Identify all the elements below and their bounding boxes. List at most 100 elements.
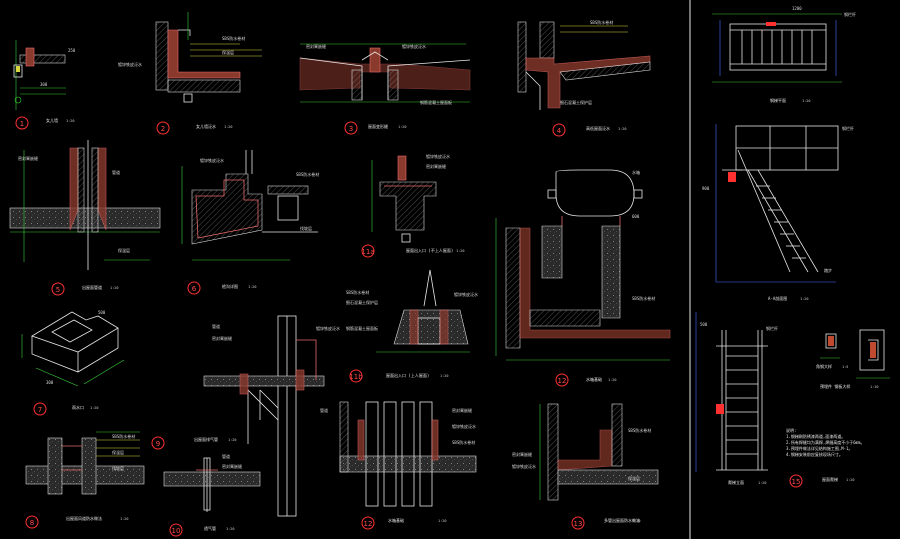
section-label-b: 踏步 [824,267,832,273]
detail-scale: 1:20 [66,119,74,123]
notes-heading: 说明: [786,427,796,433]
detail-title: 屋面出入口 (不上人屋面) [406,247,453,253]
detail-number: 12 [364,520,373,528]
detail-title: 女儿墙泛水 [196,123,216,129]
detail-scale: 1:20 [632,519,640,523]
detail-scale: 1:20 [618,127,626,131]
ladder-label-b: 钢栏杆 [766,325,778,331]
detail-title: 出屋面管道 [82,284,102,290]
d9-label-b: 密封膏嵌缝 [212,335,232,341]
detail-title: 出屋面排气管 [194,436,218,442]
detail-number: 11b [349,373,363,381]
d8-label-a: SBS防水卷材 [112,433,135,439]
detail-12: 水箱 600 SBS防水卷材 12 水箱基础 1:20 [495,169,671,387]
d2-label-insul: 保温层 [222,49,234,55]
detail-scale: 1:20 [248,285,256,289]
plan-title: 钢梯平面 [770,97,786,103]
section-scale: 1:20 [800,297,808,301]
detail-number: 15 [792,478,801,486]
detail-6: 镀锌铁皮泛水 SBS防水卷材 找坡层 6 檐沟详图 1:20 [181,150,319,295]
section-title: A-A剖面图 [768,295,787,301]
detail-scale: 1:20 [120,517,128,521]
d3-label-b: 镀锌铁皮泛水 [402,43,426,49]
d11b-label-a: SBS防水卷材 [346,289,369,295]
detail-number: 7 [38,406,42,414]
d10-label-a: 管道 [222,453,230,459]
detail-scale: 1:20 [398,125,406,129]
d9-label-c: 镀锌铁皮泛水 [316,325,340,331]
d14-label-b: 镀锌铁皮泛水 [512,463,536,469]
detail-scale: 1:20 [226,527,234,531]
detail-1: 250 300 1 女儿墙 1:20 [13,40,76,130]
detail-title: 出屋面风道防水做法 [66,515,102,521]
plan-label-a: 1200 [792,6,802,11]
detail-2: SBS防水卷材 保温层 镀锌铁皮泛水 2 女儿墙泛水 1:20 [118,12,262,135]
d11b-label-b: 细石混凝土保护层 [346,299,378,305]
detail-9: 管道 密封膏嵌缝 镀锌铁皮泛水 9 出屋面排气管 1:20 [151,315,340,517]
detail-scale: 1:20 [438,519,446,523]
stair-plan: 1200 钢栏杆 钢梯平面 1:20 [712,6,856,103]
ladder-scale: 1:20 [758,481,766,485]
detail-title: 多管出屋面防水做法 [604,517,640,523]
detail-10: 管道 密封膏嵌缝 10 透气管 1:20 [163,453,261,537]
detail-11a: 镀锌铁皮泛水 密封膏嵌缝 11a 屋面出入口 (不上人屋面) 1:20 [361,153,464,258]
notes-block: 说明: 1.钢梯刷防锈漆两道,面漆两道。 2.所有焊缝均为满焊,焊缝高度不小于6… [786,427,864,457]
d3-label-c: 钢筋混凝土屋面板 [420,99,452,105]
d5-label-a: 密封膏嵌缝 [18,155,38,161]
d13-label-c: 镀锌铁皮泛水 [452,423,476,429]
d6-label-c: 找坡层 [300,225,312,231]
d7-label-a: 500 [98,310,106,315]
detail-number: 6 [192,285,197,293]
d6-label-b: SBS防水卷材 [296,171,319,177]
d7-label-b: 300 [46,380,54,385]
ladder-label-a: 500 [700,322,708,327]
detail-8: SBS防水卷材 保温层 找坡层 8 出屋面风道防水做法 1:20 [25,431,145,529]
d14-label-c: SBS防水卷材 [628,427,651,433]
plate-scale: 1:10 [870,385,878,389]
detail-13: 管道 密封膏嵌缝 镀锌铁皮泛水 SBS防水卷材 12 水箱基础 1:20 [320,401,477,530]
detail-title: 高低屋面泛水 [586,125,610,131]
detail-title: 水箱基础 [388,517,404,523]
d12-label-a: 水箱 [632,169,640,175]
plan-scale: 1:20 [802,99,810,103]
detail-14: 密封膏嵌缝 镀锌铁皮泛水 SBS防水卷材 保温层 13 多管出屋面防水做法 1:… [512,403,659,530]
d11b-label-d: 镀锌铁皮泛水 [454,291,478,297]
ladder-title: 爬梯立面 [728,479,744,485]
stair-section: 钢栏杆 踏步 900 A-A剖面图 1:20 [702,124,854,301]
d14-label-d: 保温层 [628,475,640,481]
d12-label-b: 600 [632,214,640,219]
d12-label-c: SBS防水卷材 [632,295,655,301]
detail-3: 密封膏嵌缝 镀锌铁皮泛水 钢筋混凝土屋面板 3 屋面变形缝 1:20 [299,43,471,135]
detail-scale: 1:20 [846,478,854,482]
detail-number: 12 [558,377,567,385]
d13-label-a: 管道 [320,407,328,413]
detail-number: 13 [574,520,583,528]
detail-scale: 1:20 [90,406,98,410]
detail-number: 10 [172,527,181,535]
plan-label-b: 钢栏杆 [844,11,856,17]
detail-title: 屋面出入口 (上人屋面) [386,372,429,378]
detail-title: 屋面爬梯 [822,476,838,482]
d9-label-a: 管道 [212,323,220,329]
detail-scale: 1:20 [224,125,232,129]
d6-label-a: 镀锌铁皮泛水 [200,157,224,163]
detail-title: 透气管 [204,525,216,531]
d4-label-a: SBS防水卷材 [590,19,613,25]
detail-title: 雨水口 [72,404,84,410]
detail-number: 2 [161,125,165,133]
d4-label-b: 细石混凝土保护层 [560,99,592,105]
d13-label-d: SBS防水卷材 [452,439,475,445]
ladder-elevation: 500 钢栏杆 爬梯立面 1:20 [695,312,778,485]
section-marker-icon [15,116,29,130]
d1-label-a: 250 [68,48,76,53]
d8-label-b: 保温层 [112,449,124,455]
detail-title: 檐沟详图 [222,283,238,289]
d3-label-a: 密封膏嵌缝 [306,43,326,49]
notes-line-4: 4.钢梯安装前应复核现场尺寸。 [786,451,843,457]
section-label-a: 钢栏杆 [842,125,854,131]
d8-label-c: 找坡层 [112,465,124,471]
detail-number: 1 [20,120,24,128]
detail-title: 屋面变形缝 [368,123,388,129]
detail-number: 3 [349,125,353,133]
